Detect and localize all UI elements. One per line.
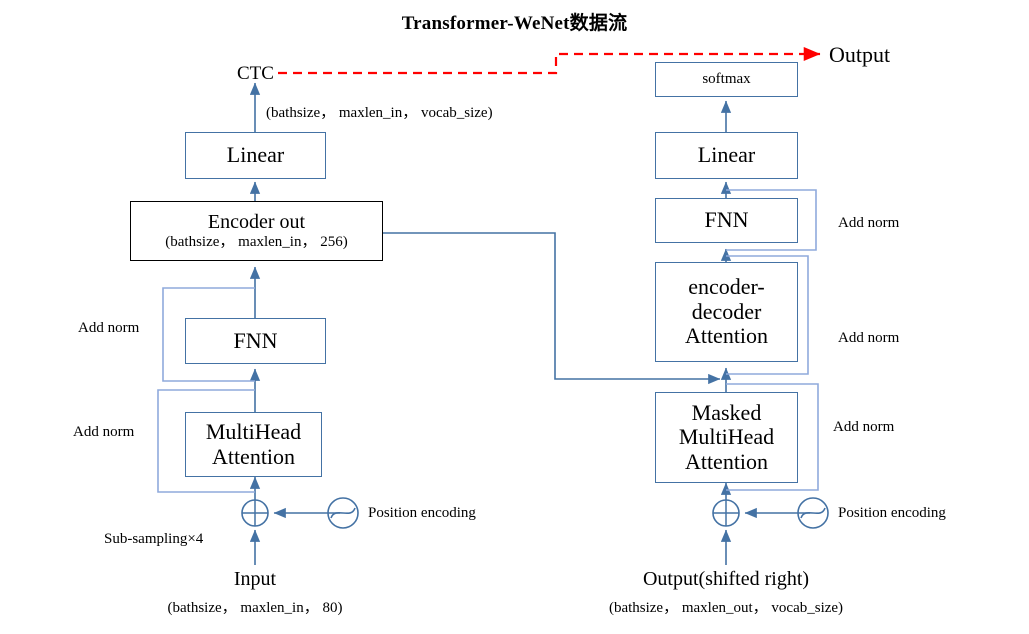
block-line: Masked (691, 399, 762, 425)
decoder-add-norm-label-cross-attention: Add norm (838, 330, 900, 346)
encoder-add-norm-label-attention: Add norm (73, 424, 135, 440)
ctc-label: CTC (237, 63, 274, 84)
decoder-linear-box[interactable]: Linear (655, 132, 798, 179)
page-title: Transformer-WeNet数据流 (401, 13, 628, 34)
block-line: Attention (684, 448, 769, 474)
block-line: encoder- (688, 274, 765, 300)
encoder-input-label: Input (233, 568, 277, 590)
decoder-block-encoder-decoder-attention[interactable]: encoder- decoder Attention (655, 262, 798, 362)
decoder-input-label: Output(shifted right) (642, 568, 810, 590)
encoder-block-fnn[interactable]: FNN (185, 318, 326, 364)
block-line: FNN (233, 327, 278, 353)
block-line: decoder (691, 298, 762, 324)
sub-sampling-label: Sub-sampling×4 (104, 531, 204, 547)
block-line: MultiHead (678, 424, 775, 450)
encoder-add-norm-label-fnn: Add norm (78, 320, 140, 336)
encoder-out-box[interactable]: Encoder out (bathsize， maxlen_in， 256) (130, 201, 383, 261)
softmax-label: softmax (702, 71, 751, 88)
output-label: Output (829, 42, 891, 67)
decoder-add-norm-label-masked-attention: Add norm (833, 419, 895, 435)
block-line: FNN (704, 207, 749, 233)
linear-label: Linear (226, 142, 285, 168)
block-line: MultiHead (205, 418, 302, 444)
decoder-add-norm-label-fnn: Add norm (838, 215, 900, 231)
block-line: Attention (684, 323, 769, 349)
decoder-input-shape: (bathsize， maxlen_out， vocab_size) (608, 600, 844, 616)
decoder-block-fnn[interactable]: FNN (655, 198, 798, 243)
encoder-out-shape: (bathsize， maxlen_in， 256) (165, 233, 348, 250)
decoder-block-masked-multihead-attention[interactable]: Masked MultiHead Attention (655, 392, 798, 483)
ctc-shape-label: (bathsize， maxlen_in， vocab_size) (266, 105, 493, 121)
linear-label: Linear (697, 142, 756, 168)
encoder-out-label: Encoder out (207, 211, 306, 234)
encoder-block-multihead-attention[interactable]: MultiHead Attention (185, 412, 322, 477)
decoder-softmax-box[interactable]: softmax (655, 62, 798, 97)
block-line: Attention (211, 443, 296, 469)
decoder-position-encoding-label: Position encoding (838, 505, 946, 521)
encoder-linear-box[interactable]: Linear (185, 132, 326, 179)
encoder-input-shape: (bathsize， maxlen_in， 80) (167, 600, 343, 616)
encoder-position-encoding-label: Position encoding (368, 505, 476, 521)
